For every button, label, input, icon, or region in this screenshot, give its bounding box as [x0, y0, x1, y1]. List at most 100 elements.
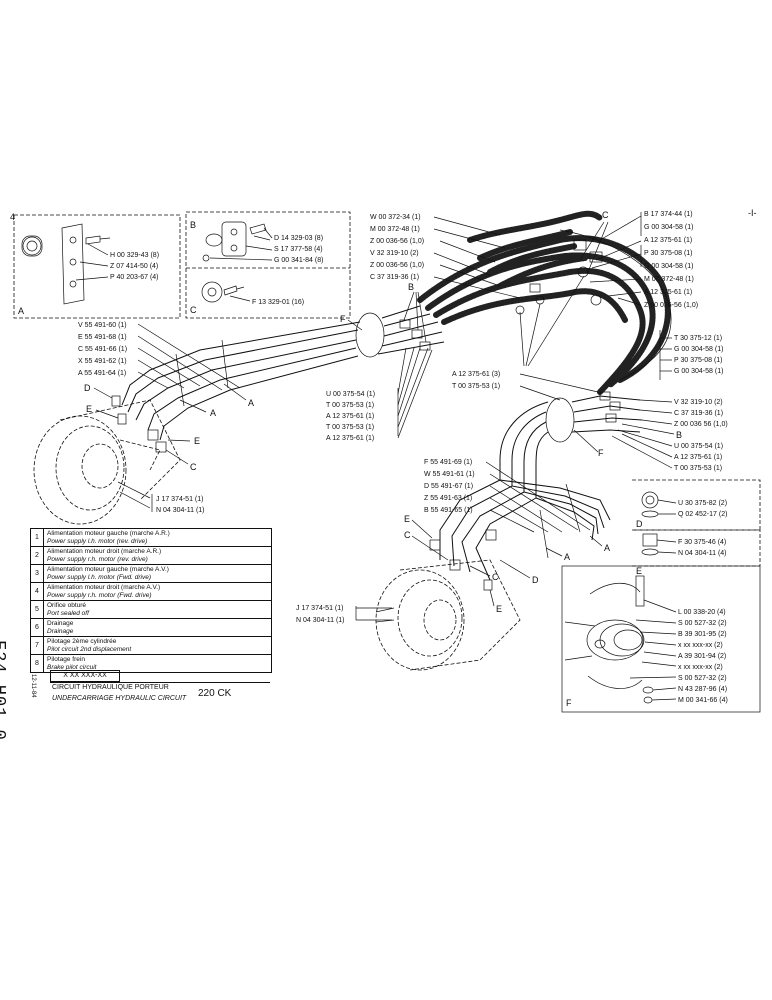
legend-en: Port sealed off: [47, 609, 89, 617]
legend-en: Power supply r.h. motor (Fwd. drive): [47, 591, 152, 599]
cl-part-3: A 12 375-61 (1): [326, 413, 374, 420]
inset-b-part-1: D 14 329-03 (8): [274, 235, 323, 242]
lp-part-5: A 55 491-64 (1): [78, 370, 126, 377]
legend-fr: Orifice obturé: [47, 602, 87, 609]
legend-en: Brake pilot circuit: [47, 663, 97, 671]
c-part-1: A 12 375-61 (3): [452, 371, 500, 378]
legend-text: Orifice obturé Port sealed off: [44, 601, 92, 618]
hose-bundle-top: [417, 210, 672, 395]
detail-f-letter: F: [566, 698, 572, 708]
detail-d-part-1: U 30 375-82 (2): [678, 500, 727, 507]
legend-text: Pilotage frein Brake pilot circuit: [44, 655, 100, 672]
center-pipe-labels: F 55 491-69 (1) W 55 491-61 (1) D 55 491…: [404, 459, 610, 614]
tr-part-7: A 12 375-61 (1): [644, 289, 692, 296]
lp-part-1: V 55 491-60 (1): [78, 322, 127, 329]
cp-part-4: Z 55 491-63 (1): [424, 495, 472, 502]
inset-a-part-1: H 00 329-43 (8): [110, 252, 159, 259]
center-letter-c-2: C: [492, 572, 499, 582]
center-letter-a-2: A: [604, 543, 610, 553]
detail-f-part-8: N 43 287-96 (4): [678, 686, 727, 693]
center-letter-c-1: C: [404, 530, 411, 540]
detail-f-part-6: x xx xxx-xx (2): [678, 664, 723, 671]
detail-f-part-1: L 00 338-20 (4): [678, 609, 726, 616]
cl-part-4: T 00 375-53 (1): [326, 424, 374, 431]
detail-f-part-5: A 39 301-94 (2): [678, 653, 726, 660]
rm-part-1: T 30 375-12 (1): [674, 335, 722, 342]
tc-part-4: V 32 319-10 (2): [370, 250, 419, 257]
rm-part-2: G 00 304-58 (1): [674, 346, 723, 353]
cp-part-5: B 55 491-65 (1): [424, 507, 473, 514]
tc-part-3: Z 00 036-56 (1,0): [370, 238, 424, 245]
rm-part-4: G 00 304-58 (1): [674, 368, 723, 375]
detail-d: U 30 375-82 (2) Q 02 452-17 (2) D: [632, 479, 761, 531]
left-motor-labels: J 17 374-51 (1) N 04 304-11 (1): [151, 494, 205, 514]
tr-part-1: B 17 374-44 (1): [644, 211, 693, 218]
title-block: 12-11-84 X XX XXX-XX CIRCUIT HYDRAULIQUE…: [30, 670, 270, 718]
cp-part-2: W 55 491-61 (1): [424, 471, 475, 478]
right-mid-labels: T 30 375-12 (1) G 00 304-58 (1) P 30 375…: [659, 330, 723, 380]
part-code: X XX XXX-XX: [50, 670, 120, 682]
top-right-labels: B 17 374-44 (1) G 00 304-58 (1) A 12 375…: [579, 210, 698, 309]
tr-part-4: P 30 375-08 (1): [644, 250, 693, 257]
sheet-code: F24 H01.0: [0, 640, 8, 741]
top-right-letter-c: C: [602, 210, 609, 220]
legend-fr: Alimentation moteur droit (marche A.R.): [47, 548, 162, 555]
inset-a: H 00 329-43 (8) Z 07 414-50 (4) P 40 203…: [13, 214, 181, 319]
right-lower-labels: V 32 319-10 (2) C 37 319-36 (1) Z 00 036…: [573, 399, 728, 472]
legend-text: Alimentation moteur gauche (marche A.R.)…: [44, 529, 173, 546]
tc-part-5: Z 00 036-56 (1,0): [370, 262, 424, 269]
legend-fr: Pilotage 2ème cylindrée: [47, 638, 117, 645]
legend-row: 8 Pilotage frein Brake pilot circuit: [31, 655, 271, 672]
detail-f-part-7: S 00 527-32 (2): [678, 675, 727, 682]
detail-d-part-2: Q 02 452-17 (2): [678, 511, 727, 518]
center-labels: A 12 375-61 (3) T 00 375-53 (1): [452, 275, 599, 401]
inset-c: F 13 329-01 (16) C: [190, 281, 304, 315]
legend-num: 8: [31, 655, 44, 672]
inset-a-part-3: P 40 203-67 (4): [110, 274, 159, 281]
left-pipe-labels: V 55 491-60 (1) E 55 491-68 (1) C 55 491…: [78, 282, 427, 472]
cp-part-3: D 55 491-67 (1): [424, 483, 473, 490]
legend-fr: Alimentation moteur gauche (marche A.R.): [47, 530, 170, 537]
cp-part-1: F 55 491-69 (1): [424, 459, 472, 466]
lp-part-2: E 55 491-68 (1): [78, 334, 127, 341]
model-name: 220 CK: [198, 688, 232, 699]
left-letter-a-2: A: [210, 408, 216, 418]
legend-row: 5 Orifice obturé Port sealed off: [31, 601, 271, 619]
corner-mark-left: 4: [10, 212, 15, 222]
detail-f-part-3: B 39 301-95 (2): [678, 631, 727, 638]
tr-part-6: M 00 372-48 (1): [644, 276, 694, 283]
legend-row: 3 Alimentation moteur gauche (marche A.V…: [31, 565, 271, 583]
detail-e-letter: E: [636, 566, 642, 576]
tc-part-1: W 00 372-34 (1): [370, 214, 421, 221]
lm-part-1: J 17 374-51 (1): [156, 496, 203, 503]
c-part-2: T 00 375-53 (1): [452, 383, 500, 390]
right-letter-f: F: [598, 448, 604, 458]
detail-e-part-2: N 04 304-11 (4): [678, 550, 727, 557]
lm-part-2: N 04 304-11 (1): [156, 507, 205, 514]
legend-fr: Alimentation moteur droit (marche A.V.): [47, 584, 161, 591]
divider: [50, 682, 270, 683]
left-letter-b: B: [408, 282, 414, 292]
legend-num: 4: [31, 583, 44, 600]
rl-part-3: Z 00 036 56 (1,0): [674, 421, 728, 428]
legend-fr: Drainage: [47, 620, 74, 627]
legend-en: Drainage: [47, 627, 74, 635]
left-motor: [33, 399, 181, 525]
inset-b: D 14 329-03 (8) S 17 377-58 (4) G 00 341…: [185, 211, 351, 319]
rl2-part-1: U 00 375-54 (1): [674, 443, 723, 450]
rl2-part-3: T 00 375-53 (1): [674, 465, 722, 472]
center-letter-e-2: E: [496, 604, 502, 614]
pipe-bundle-right: [429, 391, 643, 591]
right-lower-letter-b: B: [676, 430, 682, 440]
cl-part-1: U 00 375-54 (1): [326, 391, 375, 398]
tr-part-5: G 00 304-58 (1): [644, 263, 693, 270]
inset-b-part-2: S 17 377-58 (4): [274, 246, 323, 253]
rl-part-2: C 37 319-36 (1): [674, 410, 723, 417]
title-en: UNDERCARRIAGE HYDRAULIC CIRCUIT: [52, 695, 187, 702]
legend-en: Power supply r.h. motor (rev. drive): [47, 555, 148, 563]
legend-text: Alimentation moteur droit (marche A.R.) …: [44, 547, 164, 564]
inset-b-letter: B: [190, 220, 196, 230]
top-center-labels: W 00 372-34 (1) M 00 372-48 (1) Z 00 036…: [370, 214, 521, 299]
legend-en: Pilot circuit 2nd displacement: [47, 645, 132, 653]
lp-part-4: X 55 491-62 (1): [78, 358, 127, 365]
